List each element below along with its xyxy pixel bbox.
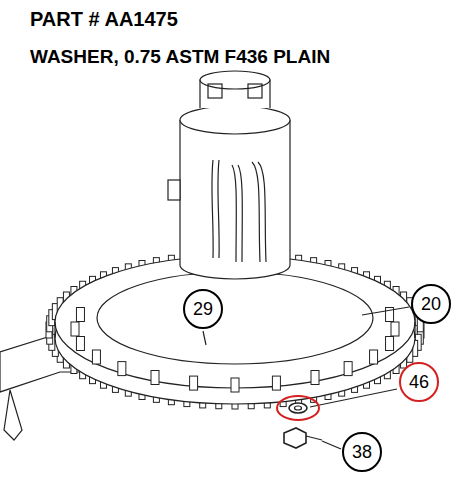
ring-bolt — [76, 336, 84, 350]
motor-body — [180, 120, 290, 279]
bolt-head — [284, 428, 306, 448]
washer-hole — [295, 406, 302, 410]
ring-bolt — [92, 350, 100, 364]
arm-bracket — [4, 390, 22, 440]
callout-circle: 46 — [399, 362, 439, 402]
callout-circle: 29 — [183, 289, 223, 329]
motor-cap-top — [200, 71, 270, 89]
callout-number: 20 — [421, 294, 441, 315]
ring-bolt — [231, 378, 239, 392]
washer — [289, 403, 307, 413]
ring-bolt — [272, 376, 280, 390]
callout-number: 29 — [193, 299, 213, 320]
leader-line — [322, 441, 341, 449]
ring-bolt — [311, 370, 319, 384]
cap-block — [248, 84, 262, 98]
ring-bolt — [370, 350, 378, 364]
hose — [212, 160, 219, 258]
ring-inner — [97, 272, 373, 364]
ring-bolt — [344, 362, 352, 376]
part-number-title: PART # AA1475 — [30, 8, 178, 31]
hose — [232, 165, 242, 262]
callout-circle: 38 — [342, 432, 382, 472]
leader-line — [203, 331, 206, 345]
ring-bolt — [386, 336, 394, 350]
ring-bolt — [71, 322, 79, 336]
part-description: WASHER, 0.75 ASTM F436 PLAIN — [30, 46, 330, 68]
ring-bolt — [76, 308, 84, 322]
ring-bolt — [118, 362, 126, 376]
callout-circle: 20 — [411, 284, 451, 324]
ring-bolt — [190, 376, 198, 390]
hose — [252, 162, 266, 262]
cap-block — [208, 84, 222, 98]
motor-port — [168, 180, 180, 200]
callout-number: 38 — [352, 442, 372, 463]
ring-bolt — [151, 370, 159, 384]
motor-top — [180, 106, 290, 134]
leader-line — [310, 389, 397, 407]
callout-number: 46 — [409, 372, 429, 393]
highlight-ring — [277, 396, 319, 420]
bolt-shank — [306, 436, 322, 440]
ring-bolt — [391, 322, 399, 336]
leader-line — [362, 307, 409, 315]
